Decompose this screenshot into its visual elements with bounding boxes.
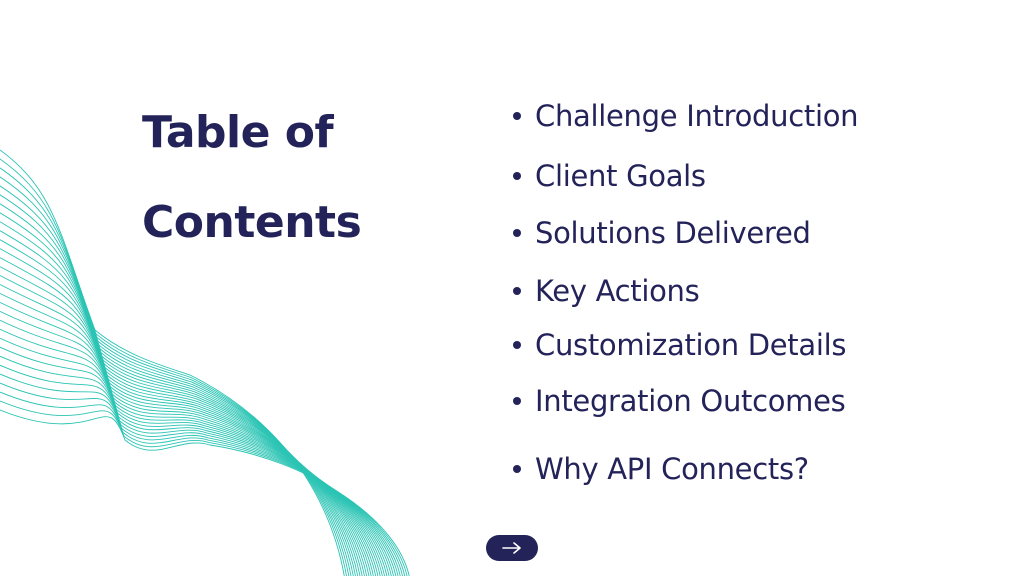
page-title: Table of Contents (142, 88, 482, 268)
wave-line (0, 364, 399, 576)
list-item: Key Actions (513, 273, 700, 309)
bullet-icon (513, 172, 521, 180)
wave-line (0, 391, 406, 576)
list-item: Challenge Introduction (513, 98, 859, 134)
wave-line (0, 301, 383, 576)
wave-line (0, 221, 363, 576)
wave-line (0, 203, 359, 576)
wave-line (0, 346, 394, 576)
list-item-label: Key Actions (535, 274, 700, 308)
list-item-label: Solutions Delivered (535, 216, 811, 250)
list-item-label: Client Goals (535, 159, 706, 193)
wave-line (0, 328, 390, 576)
list-item-label: Why API Connects? (535, 452, 809, 486)
wave-line (0, 275, 377, 576)
title-line: Contents (142, 197, 362, 248)
wave-line (0, 149, 345, 576)
bullet-icon (513, 287, 521, 295)
arrow-right-icon (502, 542, 521, 554)
list-item: Solutions Delivered (513, 215, 811, 251)
wave-line (0, 373, 401, 576)
wave-line (0, 257, 372, 576)
bullet-icon (513, 465, 521, 473)
wave-line (0, 248, 370, 576)
wave-line (0, 266, 374, 576)
wave-line (0, 382, 403, 576)
wave-line (0, 239, 368, 576)
wave-line (0, 400, 408, 576)
bullet-icon (513, 229, 521, 237)
wave-line (0, 185, 354, 576)
list-item-label: Integration Outcomes (535, 384, 846, 418)
wave-line (0, 176, 352, 576)
wave-line (0, 337, 392, 576)
list-item: Integration Outcomes (513, 383, 846, 419)
list-item: Why API Connects? (513, 451, 809, 487)
next-slide-button[interactable] (486, 535, 538, 561)
wave-line (0, 310, 385, 576)
bullet-icon (513, 341, 521, 349)
wave-line (0, 212, 361, 576)
bullet-icon (513, 397, 521, 405)
list-item-label: Challenge Introduction (535, 99, 859, 133)
wave-line (0, 194, 356, 576)
list-item-label: Customization Details (535, 328, 847, 362)
wave-line (0, 284, 379, 576)
list-item: Client Goals (513, 158, 706, 194)
wave-line (0, 355, 397, 576)
wave-line (0, 409, 410, 576)
wave-line (0, 230, 365, 576)
wave-line (0, 158, 347, 576)
wave-line (0, 167, 350, 576)
wave-line (0, 292, 381, 576)
bullet-icon (513, 112, 521, 120)
list-item: Customization Details (513, 327, 846, 363)
title-line: Table of (142, 107, 334, 158)
wave-line (0, 319, 388, 576)
